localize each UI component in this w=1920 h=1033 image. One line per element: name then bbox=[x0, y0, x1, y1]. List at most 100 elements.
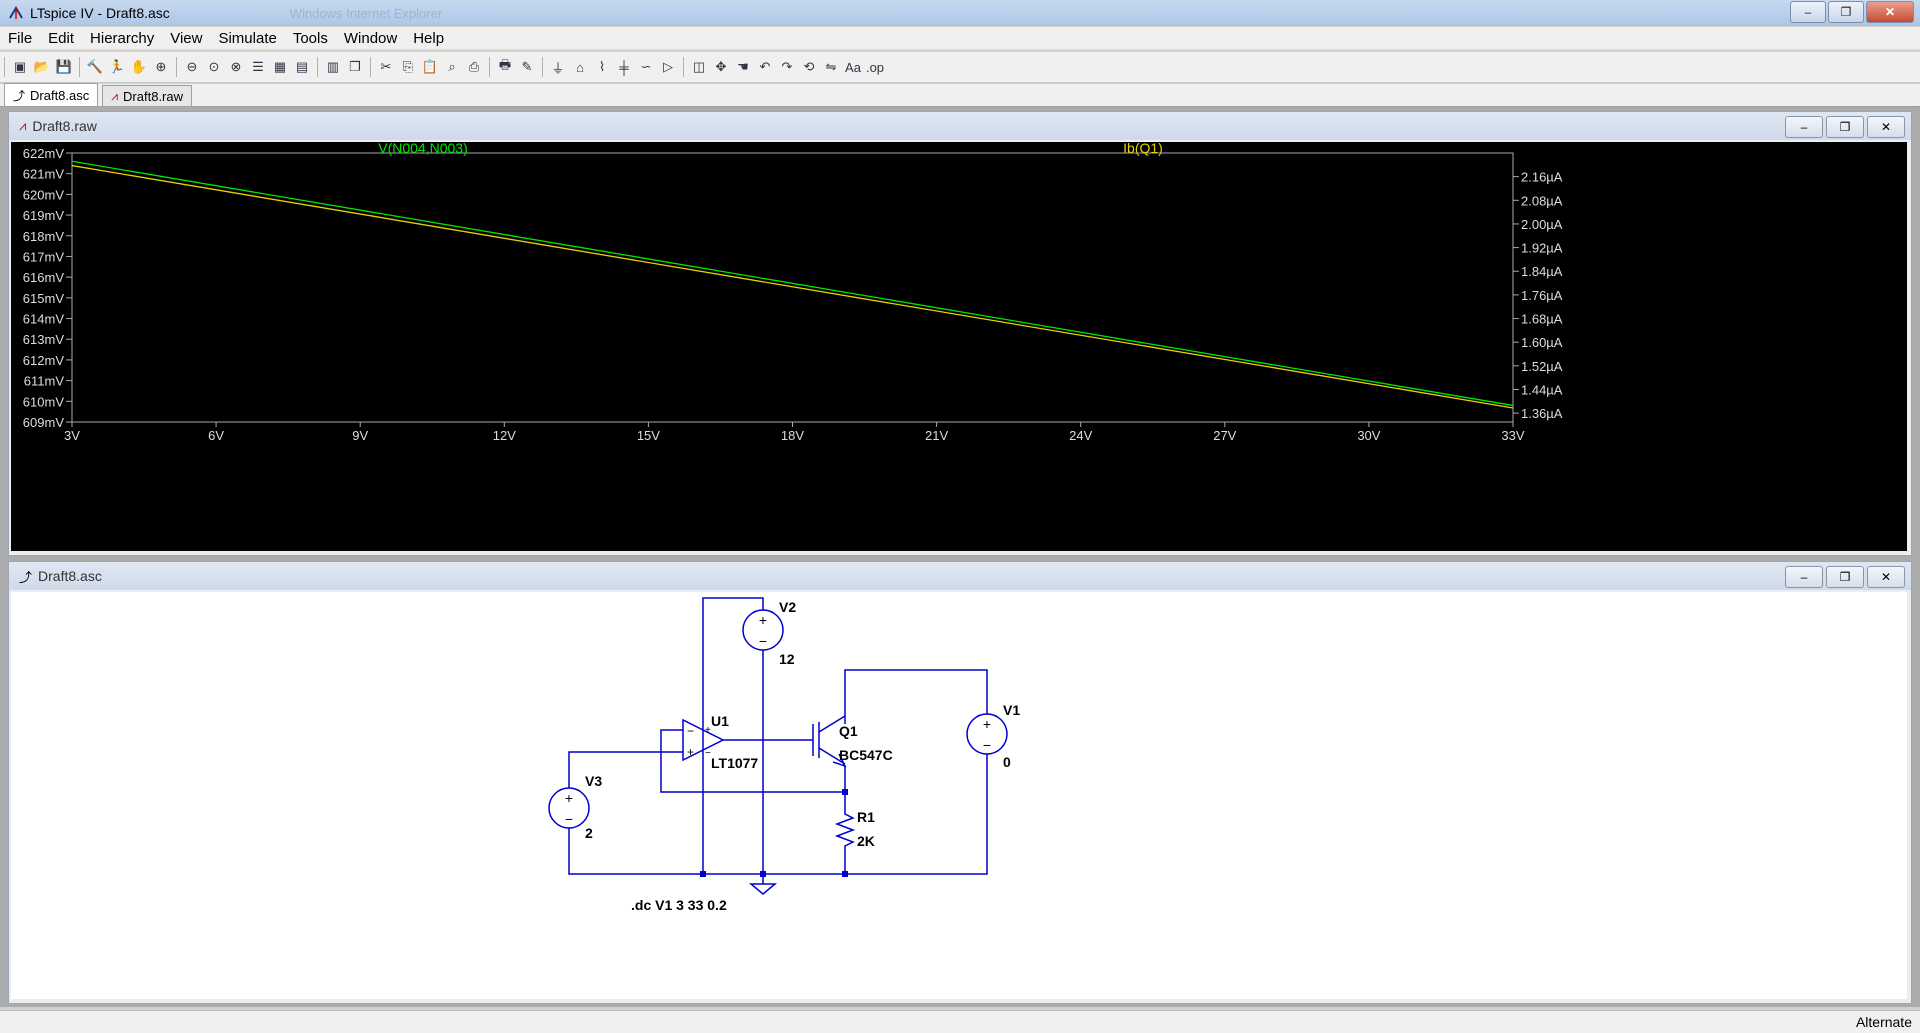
drag-icon[interactable]: ☚ bbox=[737, 59, 749, 74]
plot-minimize-button[interactable]: – bbox=[1785, 116, 1823, 138]
voltage-source-v3[interactable]: + − bbox=[548, 787, 590, 829]
menu-edit[interactable]: Edit bbox=[48, 29, 75, 47]
diode-icon[interactable]: ▷ bbox=[663, 59, 673, 74]
move-icon[interactable]: ✥ bbox=[715, 59, 727, 74]
series-ib-q1 bbox=[71, 164, 1514, 409]
waveform-icon: ⩘ bbox=[19, 118, 27, 133]
cut-icon[interactable]: ✂ bbox=[380, 59, 392, 74]
menu-view[interactable]: View bbox=[170, 29, 203, 47]
menu-bar: File Edit Hierarchy View Simulate Tools … bbox=[0, 27, 1920, 50]
u1-label: U1 bbox=[711, 713, 729, 729]
voltage-source-v2[interactable]: + − bbox=[742, 609, 784, 651]
wire[interactable] bbox=[660, 729, 845, 793]
menu-tools[interactable]: Tools bbox=[292, 29, 328, 47]
find-icon[interactable]: ⌕ bbox=[448, 59, 456, 74]
minus-sign: − bbox=[687, 724, 694, 738]
menu-simulate[interactable]: Simulate bbox=[218, 29, 277, 47]
tab-draft8-asc[interactable]: ⤴ Draft8.asc bbox=[4, 83, 99, 106]
run-icon[interactable]: 🏃 bbox=[108, 59, 126, 74]
tab-draft8-raw[interactable]: ⩘ Draft8.raw bbox=[102, 85, 193, 106]
save-icon[interactable]: 💾 bbox=[55, 59, 73, 74]
zoom-out-icon[interactable]: ⊖ bbox=[186, 59, 198, 74]
plot-window-titlebar[interactable]: ⩘ Draft8.raw – ❐ ✕ bbox=[9, 112, 1911, 140]
wire[interactable] bbox=[702, 597, 764, 872]
toolbar-separator bbox=[683, 57, 684, 77]
x-tick-label: 18V bbox=[781, 428, 804, 443]
redo-icon[interactable]: ↷ bbox=[781, 59, 793, 74]
right-tick-label: 2.00µA bbox=[1521, 217, 1563, 232]
ground-icon[interactable]: ⏚ bbox=[551, 60, 565, 76]
schematic-window-titlebar[interactable]: ⤴ Draft8.asc – ❐ ✕ bbox=[9, 562, 1911, 590]
ltspice-app-icon bbox=[9, 6, 23, 19]
wire-icon[interactable]: ✎ bbox=[521, 59, 533, 74]
undo-icon[interactable]: ↶ bbox=[759, 59, 771, 74]
tile-h-icon[interactable]: ▤ bbox=[295, 59, 309, 74]
inductor-icon[interactable]: ∽ bbox=[640, 59, 652, 74]
menu-window[interactable]: Window bbox=[343, 29, 398, 47]
plot-restore-button[interactable]: ❐ bbox=[1826, 116, 1864, 138]
resistor-icon[interactable]: ⌇ bbox=[598, 59, 606, 74]
schematic-drawing[interactable]: + − V2 12 + − V1 0 + − bbox=[11, 592, 1907, 999]
zoom-in-icon[interactable]: ⊕ bbox=[155, 59, 167, 74]
text-icon[interactable]: Aa bbox=[845, 59, 861, 75]
mirror-icon[interactable]: ⇋ bbox=[825, 59, 837, 74]
wire[interactable] bbox=[568, 754, 988, 875]
schematic-canvas[interactable]: + − V2 12 + − V1 0 + − bbox=[11, 592, 1907, 999]
zoom-fit-icon[interactable]: ⊙ bbox=[208, 59, 220, 74]
component-icon[interactable]: ◫ bbox=[692, 59, 706, 74]
right-tick-label: 2.08µA bbox=[1521, 193, 1563, 208]
legend-v-n004-n003[interactable]: V(N004,N003) bbox=[378, 140, 468, 156]
resistor-r1[interactable] bbox=[834, 810, 856, 850]
legend-ib-q1[interactable]: Ib(Q1) bbox=[1123, 140, 1163, 156]
spice-directive-icon[interactable]: .op bbox=[865, 59, 885, 75]
control-panel-icon[interactable]: 🔨 bbox=[86, 59, 104, 74]
halt-icon[interactable]: ✋ bbox=[130, 59, 148, 74]
new-schematic-icon[interactable]: ▣ bbox=[13, 59, 27, 74]
menu-hierarchy[interactable]: Hierarchy bbox=[90, 29, 155, 47]
schematic-minimize-button[interactable]: – bbox=[1785, 566, 1823, 588]
print-icon[interactable]: 🖶 bbox=[498, 57, 512, 72]
series-v-n004-n003 bbox=[71, 160, 1514, 407]
maximize-button[interactable]: ❐ bbox=[1828, 1, 1864, 23]
menu-help[interactable]: Help bbox=[413, 29, 445, 47]
zoom-cancel-icon[interactable]: ⊗ bbox=[230, 59, 242, 74]
ground-symbol[interactable] bbox=[748, 883, 778, 895]
rotate-icon[interactable]: ⟲ bbox=[803, 59, 815, 74]
wire[interactable] bbox=[844, 669, 988, 724]
left-tick-label: 622mV bbox=[23, 146, 65, 161]
spice-directive[interactable]: .dc V1 3 33 0.2 bbox=[631, 897, 727, 913]
grid-icon[interactable]: ▦ bbox=[273, 59, 287, 74]
toolbar-separator bbox=[4, 57, 5, 77]
cascade-icon[interactable]: ❐ bbox=[349, 59, 361, 74]
close-button[interactable]: ✕ bbox=[1866, 1, 1914, 23]
autorange-icon[interactable]: ☰ bbox=[252, 59, 264, 74]
voltage-source-v1[interactable]: + − bbox=[966, 713, 1008, 755]
schematic-close-button[interactable]: ✕ bbox=[1867, 566, 1905, 588]
left-tick-label: 611mV bbox=[24, 374, 65, 389]
copy-icon[interactable]: ⎘ bbox=[402, 59, 414, 74]
open-icon[interactable]: 📂 bbox=[33, 59, 51, 74]
capacitor-icon[interactable]: ╪ bbox=[619, 59, 629, 75]
schematic-icon: ⤴ bbox=[19, 569, 33, 585]
tile-v-icon[interactable]: ▥ bbox=[326, 59, 340, 74]
junction-dot bbox=[842, 789, 848, 795]
opamp-u1[interactable]: − + + − bbox=[682, 718, 725, 762]
wires bbox=[568, 597, 988, 875]
toolbar-separator bbox=[370, 57, 371, 77]
minimize-button[interactable]: – bbox=[1790, 1, 1826, 23]
paste-icon[interactable]: 📋 bbox=[421, 59, 439, 74]
toolbar-separator bbox=[79, 57, 80, 77]
wire[interactable] bbox=[568, 751, 683, 788]
label-icon[interactable]: ⌂ bbox=[576, 59, 584, 75]
print-setup-icon[interactable]: ⎙ bbox=[468, 59, 480, 74]
plot-close-button[interactable]: ✕ bbox=[1867, 116, 1905, 138]
transistor-q1[interactable] bbox=[812, 715, 847, 768]
schematic-restore-button[interactable]: ❐ bbox=[1826, 566, 1864, 588]
left-tick-label: 615mV bbox=[23, 291, 65, 306]
x-tick-label: 24V bbox=[1069, 428, 1092, 443]
plus-sign: + bbox=[705, 725, 711, 736]
menu-file[interactable]: File bbox=[8, 29, 33, 47]
junction-dot bbox=[700, 871, 706, 877]
